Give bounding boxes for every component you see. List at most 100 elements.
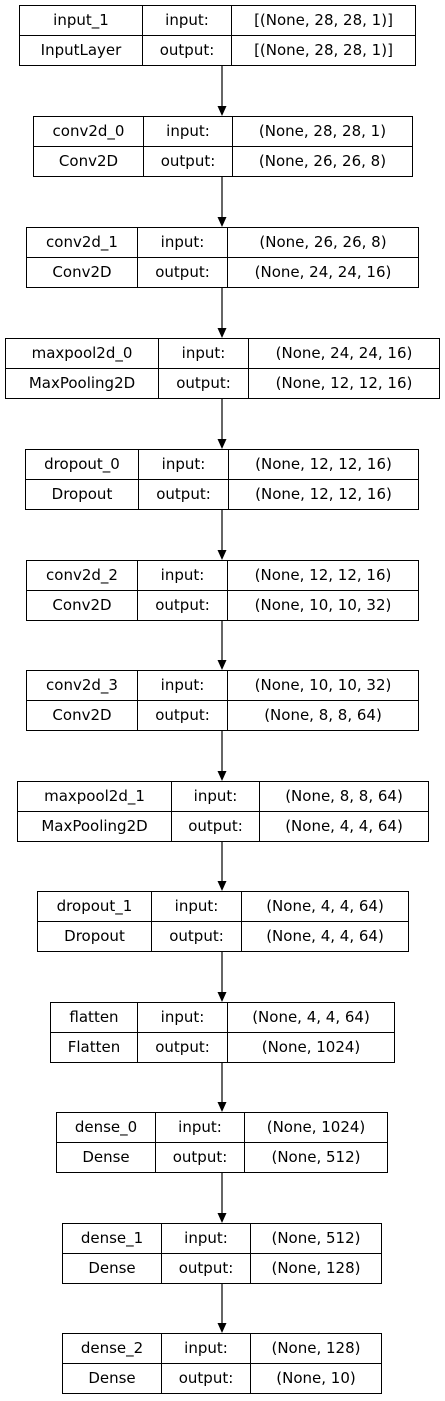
input-label: input: xyxy=(144,117,233,147)
layer-name: maxpool2d_0 xyxy=(6,339,159,369)
arrow-head-icon xyxy=(217,660,227,670)
arrow-head-icon xyxy=(217,1102,227,1112)
input-shape: (None, 4, 4, 64) xyxy=(242,892,408,922)
layer-name: conv2d_1 xyxy=(27,228,138,258)
input-shape: (None, 1024) xyxy=(245,1113,387,1143)
layer-name: conv2d_0 xyxy=(34,117,144,147)
input-shape: (None, 12, 12, 16) xyxy=(229,450,418,480)
arrow-head-icon xyxy=(217,881,227,891)
output-shape: (None, 128) xyxy=(271,1258,361,1277)
input-shape: (None, 8, 8, 64) xyxy=(260,782,428,812)
output-shape: (None, 10, 10, 32) xyxy=(254,595,392,614)
input-label: input: xyxy=(143,6,232,36)
output-shape: (None, 4, 4, 64) xyxy=(285,816,403,835)
output-label: output: xyxy=(138,590,228,620)
layer-type: Flatten xyxy=(51,1032,138,1062)
layer-name: conv2d_3 xyxy=(27,671,138,701)
output-shape: (None, 4, 4, 64) xyxy=(266,926,384,945)
output-shape: (None, 1024) xyxy=(261,1037,361,1056)
output-shape: (None, 8, 8, 64) xyxy=(264,705,382,724)
output-label: output: xyxy=(162,1363,251,1393)
output-label: output: xyxy=(143,35,232,65)
output-label: output: xyxy=(138,257,228,287)
input-shape: (None, 512) xyxy=(251,1224,381,1254)
layer-name: input_1 xyxy=(20,6,143,36)
layer-name: dropout_0 xyxy=(26,450,139,480)
layer-type: Dropout xyxy=(26,479,139,509)
layer-type: Conv2D xyxy=(34,146,144,176)
layer-type: Conv2D xyxy=(27,700,138,730)
layer-type: Dense xyxy=(57,1142,156,1172)
arrow-head-icon xyxy=(217,328,227,338)
input-shape: (None, 10, 10, 32) xyxy=(228,671,418,701)
layer-name: flatten xyxy=(51,1003,138,1033)
input-label: input: xyxy=(152,892,242,922)
arrow-head-icon xyxy=(217,439,227,449)
input-label: input: xyxy=(159,339,249,369)
layer-type: Dropout xyxy=(38,921,152,951)
input-label: input: xyxy=(156,1113,245,1143)
output-label: output: xyxy=(138,700,228,730)
layer-name: dense_0 xyxy=(57,1113,156,1143)
output-shape: (None, 12, 12, 16) xyxy=(255,484,392,503)
layer-type: Dense xyxy=(63,1363,162,1393)
layer-type: MaxPooling2D xyxy=(18,811,172,841)
input-label: input: xyxy=(162,1334,251,1364)
output-shape: (None, 12, 12, 16) xyxy=(275,373,413,392)
input-shape: (None, 128) xyxy=(251,1334,381,1364)
input-shape: (None, 12, 12, 16) xyxy=(228,561,418,591)
output-label: output: xyxy=(139,479,229,509)
input-label: input: xyxy=(138,671,228,701)
output-shape: [(None, 28, 28, 1)] xyxy=(254,40,393,59)
layer-type: Dense xyxy=(63,1253,162,1283)
output-label: output: xyxy=(152,921,242,951)
output-label: output: xyxy=(138,1032,228,1062)
layer-name: dense_1 xyxy=(63,1224,162,1254)
output-label: output: xyxy=(144,146,233,176)
output-label: output: xyxy=(172,811,260,841)
arrow-head-icon xyxy=(217,217,227,227)
input-label: input: xyxy=(139,450,229,480)
layer-type: MaxPooling2D xyxy=(6,368,159,398)
output-shape: (None, 512) xyxy=(271,1147,361,1166)
arrow-head-icon xyxy=(217,992,227,1002)
arrow-head-icon xyxy=(217,1323,227,1333)
input-shape: (None, 28, 28, 1) xyxy=(233,117,412,147)
input-shape: [(None, 28, 28, 1)] xyxy=(232,6,415,36)
arrow-head-icon xyxy=(217,771,227,781)
input-shape: (None, 24, 24, 16) xyxy=(249,339,439,369)
layer-name: dense_2 xyxy=(63,1334,162,1364)
arrow-head-icon xyxy=(217,106,227,116)
layer-name: maxpool2d_1 xyxy=(18,782,172,812)
output-label: output: xyxy=(159,368,249,398)
output-shape: (None, 26, 26, 8) xyxy=(258,151,387,170)
input-label: input: xyxy=(138,228,228,258)
output-label: output: xyxy=(156,1142,245,1172)
layer-type: InputLayer xyxy=(20,35,143,65)
input-label: input: xyxy=(162,1224,251,1254)
input-label: input: xyxy=(138,561,228,591)
layer-name: dropout_1 xyxy=(38,892,152,922)
input-label: input: xyxy=(138,1003,228,1033)
layer-type: Conv2D xyxy=(27,257,138,287)
output-label: output: xyxy=(162,1253,251,1283)
input-label: input: xyxy=(172,782,260,812)
layer-name: conv2d_2 xyxy=(27,561,138,591)
output-shape: (None, 24, 24, 16) xyxy=(254,262,392,281)
input-shape: (None, 26, 26, 8) xyxy=(228,228,418,258)
layer-type: Conv2D xyxy=(27,590,138,620)
